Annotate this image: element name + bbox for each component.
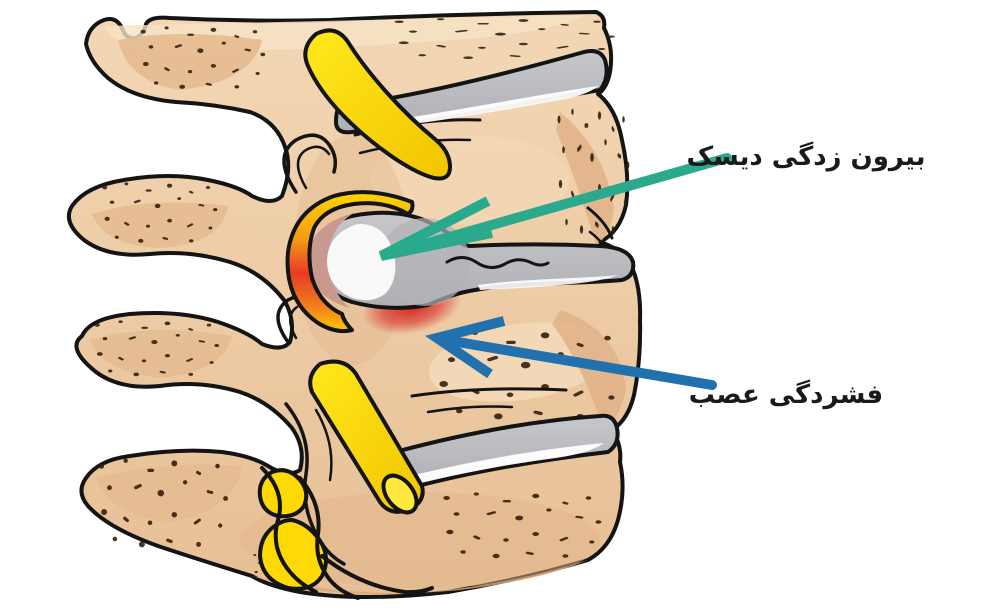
nerve-root-upper [303,28,452,181]
herniation-arrow-barbs [378,196,494,261]
nerve-sheath-lines [260,466,434,600]
nerve-compression-label: فشردگی عصب [689,379,883,410]
compressed-nerve [285,190,415,334]
inflamed-ring [308,214,352,308]
herniated-disc [308,210,636,335]
disc-middle-highlight [478,275,618,290]
bone-shading [90,15,626,595]
disc-lower-highlight [402,443,604,486]
nerve-compression-arrow-shaft [435,334,717,390]
herniation-highlight [327,224,396,301]
nerve-root-lower-endcap [381,473,419,515]
nerve-compression-arrow-barbs [424,316,506,379]
herniation-label: بیرون زدگی دیسک [687,141,926,172]
annular-tear-line [445,256,550,269]
nerve-compression-arrow [424,316,717,390]
herniation-arrow [378,153,732,261]
